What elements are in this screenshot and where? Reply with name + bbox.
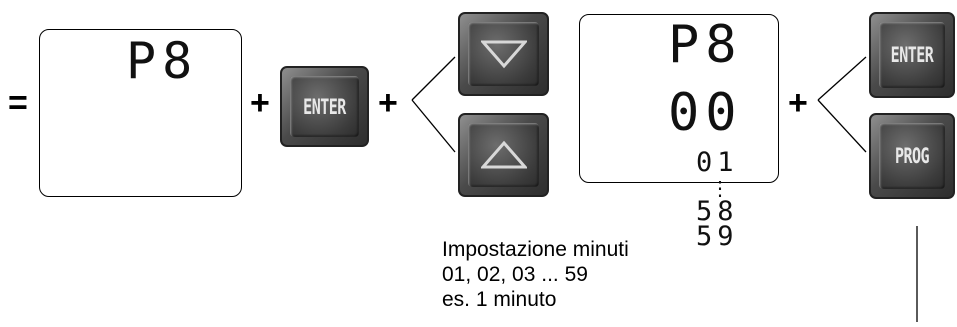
triangle-down-icon xyxy=(480,40,527,69)
prog-button-label: PROG xyxy=(894,143,930,169)
note-range: 01, 02, 03 ... 59 xyxy=(442,263,588,286)
scroll-value-59: 59 xyxy=(696,221,739,252)
scroll-value-first: 01 xyxy=(696,147,739,178)
display-screen-initial: P8 xyxy=(39,29,242,197)
branch-line-up-1 xyxy=(411,56,456,101)
display-value-minutes: 00 xyxy=(668,83,743,143)
down-button[interactable] xyxy=(458,12,549,96)
enter-button[interactable]: ENTER xyxy=(280,66,369,147)
display-code-p8: P8 xyxy=(668,15,743,75)
plus-sign: + xyxy=(378,84,398,122)
branch-line-down-1 xyxy=(411,99,456,153)
enter-button[interactable]: ENTER xyxy=(869,12,955,98)
display-screen-minutes: P8 00 xyxy=(579,14,779,183)
scroll-value-58: 58 xyxy=(696,196,739,227)
enter-button-label: ENTER xyxy=(890,42,934,68)
branch-line-up-2 xyxy=(817,56,867,101)
up-button[interactable] xyxy=(458,113,549,197)
display-code-p8: P8 xyxy=(126,32,199,90)
scroll-ellipsis: ⋮ xyxy=(710,176,730,200)
note-example: es. 1 minuto xyxy=(442,288,557,311)
plus-sign: + xyxy=(250,84,270,122)
triangle-up-icon xyxy=(480,140,527,169)
prog-button[interactable]: PROG xyxy=(869,113,955,199)
enter-button-label: ENTER xyxy=(303,93,346,120)
branch-line-down-2 xyxy=(817,99,867,153)
equals-sign: = xyxy=(8,84,28,122)
plus-sign: + xyxy=(788,84,808,122)
note-title: Impostazione minuti xyxy=(442,238,629,261)
